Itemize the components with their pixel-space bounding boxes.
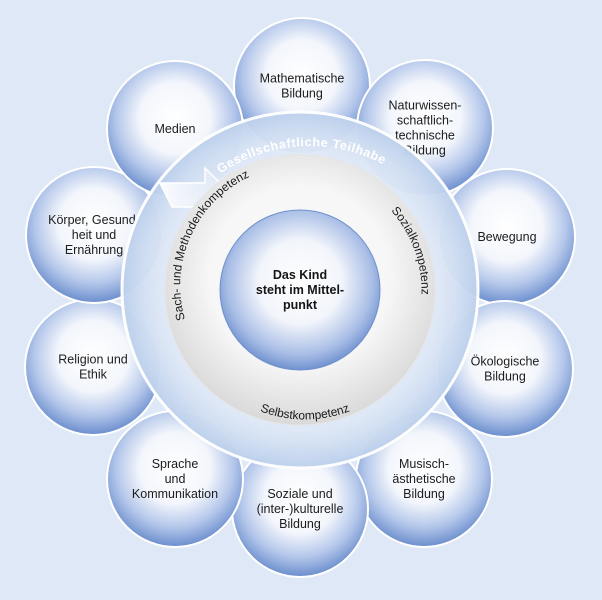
bubble-label-line: Ethik (79, 368, 108, 382)
bubble-label-line: Medien (155, 122, 196, 136)
bubble-label-line: Kommunikation (132, 487, 218, 501)
bubble-label-line: Ernährung (65, 243, 123, 257)
bubble-label-line: Bildung (281, 87, 323, 101)
center-label-line: steht im Mittel- (256, 283, 344, 297)
bubble-label-line: und (165, 472, 186, 486)
bubble-label-line: schaftlich- (397, 114, 453, 128)
bubble-label-line: Sprache (152, 457, 199, 471)
bubble-label-line: Ökologische (471, 355, 540, 369)
bubble-label-line: ästhetische (392, 472, 455, 486)
center-circle (219, 209, 381, 371)
bubble-label-line: Mathematische (260, 72, 345, 86)
bubble-label-line: Soziale und (267, 487, 332, 501)
center-label-line: Das Kind (273, 268, 327, 282)
ring-label-bottom: Selbstkompetenz (259, 401, 351, 423)
bubble-label-line: (inter-)kulturelle (257, 502, 344, 516)
center-label-line: punkt (283, 298, 318, 312)
bubble-label-line: Naturwissen- (389, 99, 462, 113)
bubble-label-line: Religion und (58, 353, 128, 367)
bubble-label-line: Körper, Gesund- (48, 213, 140, 227)
bubble-label-line: technische (395, 129, 455, 143)
bubble-label-line: heit und (72, 228, 117, 242)
bubble-label-line: Musisch- (399, 457, 449, 471)
bubble-label-line: Bildung (484, 370, 526, 384)
competence-bubbles: MathematischeBildungNaturwissen-schaftli… (24, 17, 576, 578)
bubble-label-line: Bildung (279, 517, 321, 531)
bubble-label-line: Bewegung (477, 230, 536, 244)
bubble-label-line: Bildung (403, 487, 445, 501)
